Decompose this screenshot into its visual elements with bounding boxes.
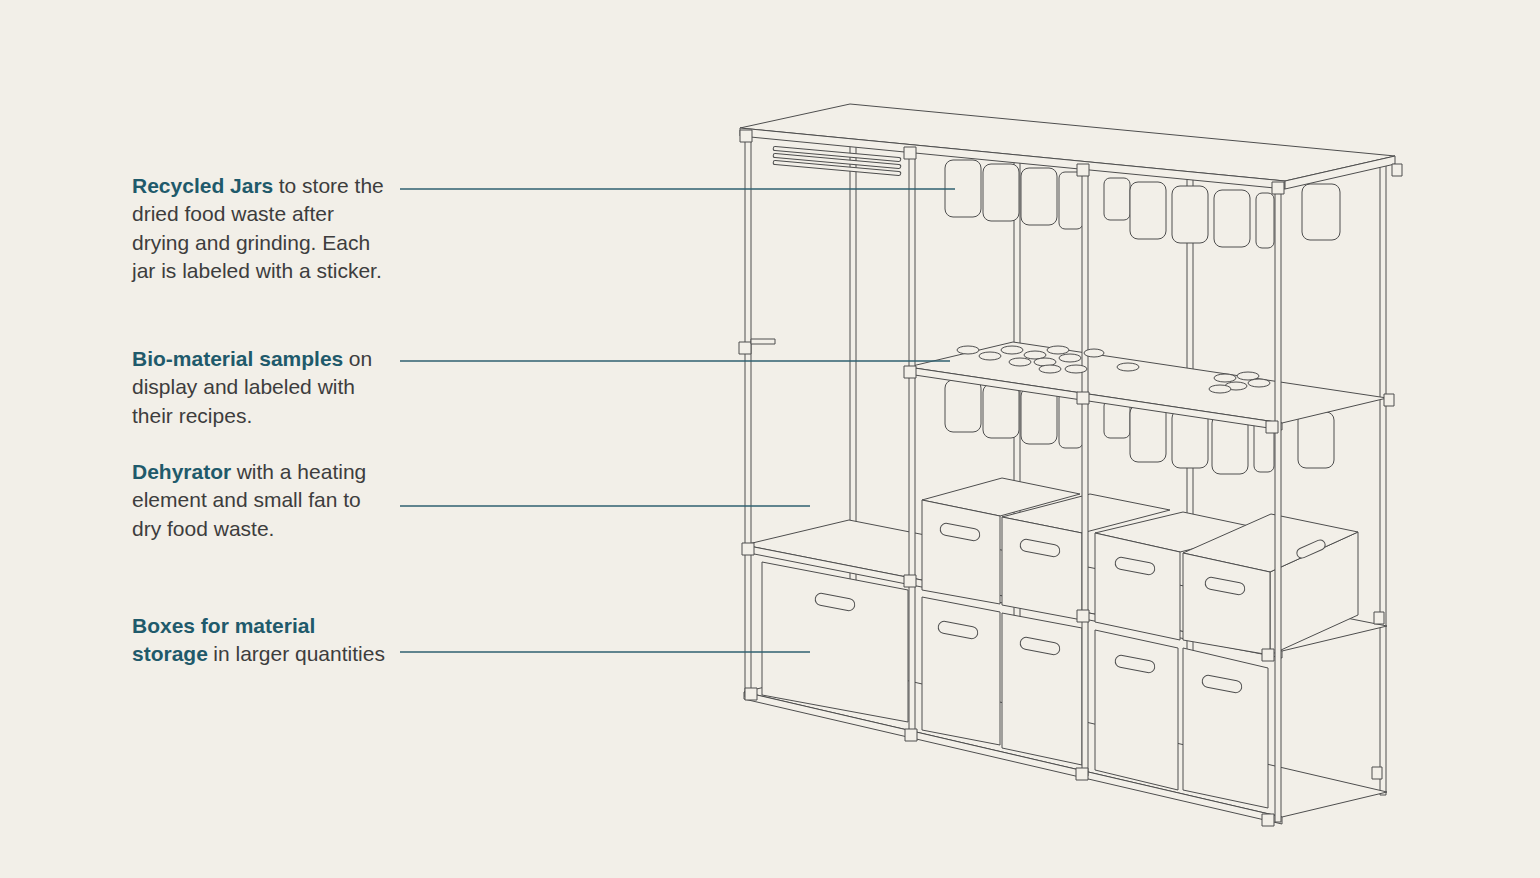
jar — [1172, 410, 1208, 468]
front-post — [745, 135, 1281, 822]
jar — [1130, 182, 1166, 239]
joint-connector — [1076, 768, 1088, 780]
front-post — [745, 135, 751, 697]
middle-shelf — [908, 342, 1387, 430]
joint-connector — [1272, 182, 1284, 194]
joint-connector — [1077, 164, 1089, 176]
callout-text: Dehyratorwith a heating element and smal… — [132, 458, 390, 543]
storage-box — [1019, 636, 1061, 655]
storage-box — [814, 592, 856, 611]
joint-connector — [742, 543, 754, 555]
storage-box — [1019, 538, 1061, 557]
callout-heading: Bio-material samples — [132, 347, 343, 370]
callout-text: Boxes for material storagein larger quan… — [132, 612, 390, 669]
leader-line — [400, 189, 955, 652]
jar — [1104, 178, 1130, 220]
joint-connector — [1262, 649, 1274, 661]
joint-connector — [1374, 612, 1384, 624]
jar — [983, 164, 1019, 221]
bio-material-sample — [1039, 365, 1061, 373]
bio-material-sample — [1209, 385, 1231, 393]
bio-material-sample — [1065, 365, 1087, 373]
callout-heading: Recycled Jars — [132, 174, 273, 197]
front-post — [1082, 168, 1088, 776]
bio-material-sample — [1084, 349, 1104, 357]
storage-box — [1295, 538, 1326, 559]
middle-shelf — [908, 367, 1282, 430]
storage-box — [1183, 553, 1270, 655]
bio-material-sample — [979, 352, 1001, 360]
bio-material-sample — [1047, 346, 1069, 354]
callout-text: Bio-material sampleson display and label… — [132, 345, 390, 430]
joint-connector — [740, 130, 752, 142]
dehydrator-vent — [773, 146, 901, 175]
bio-material-sample — [1009, 358, 1031, 366]
top-board — [740, 104, 1395, 189]
storage-box — [1095, 630, 1178, 790]
joint-connector — [739, 130, 1402, 826]
jar — [1059, 172, 1083, 229]
jar — [1021, 168, 1057, 225]
front-post — [1275, 187, 1281, 822]
joint-connector — [1372, 767, 1382, 779]
joint-connector — [751, 339, 775, 344]
bio-material-sample — [957, 346, 1270, 393]
storage-box — [922, 500, 1000, 604]
storage-box — [1201, 674, 1243, 693]
storage-box — [922, 478, 1358, 655]
storage-box — [922, 597, 1000, 745]
joint-connector — [904, 147, 916, 159]
jar — [1298, 412, 1334, 468]
callout-heading: Dehyrator — [132, 460, 231, 483]
top-board — [1285, 156, 1395, 189]
bio-material-sample — [1248, 379, 1270, 387]
joint-connector — [1077, 392, 1089, 404]
top-board — [740, 128, 1285, 189]
storage-box — [1114, 654, 1156, 673]
storage-box — [1114, 556, 1156, 575]
joint-connector — [1392, 164, 1402, 176]
leader-line — [400, 505, 810, 506]
bio-material-sample — [1059, 354, 1081, 362]
joint-connector — [1266, 421, 1278, 433]
joint-connector — [905, 729, 917, 741]
joint-connector — [1384, 394, 1394, 406]
storage-box — [1002, 613, 1082, 765]
bio-material-sample — [1001, 346, 1023, 354]
storage-box — [937, 620, 979, 639]
jar — [1021, 388, 1057, 444]
storage-box — [1204, 576, 1246, 595]
callout-description: in larger quantities — [213, 642, 385, 665]
jar — [1302, 184, 1340, 240]
storage-box — [762, 562, 908, 722]
dehydrator-vent — [773, 160, 901, 175]
leader-line — [400, 360, 950, 361]
bio-material-sample — [1214, 374, 1236, 382]
storage-box — [939, 522, 981, 541]
bio-material-sample — [1117, 363, 1139, 371]
jar — [945, 380, 981, 432]
leader-line — [400, 651, 810, 652]
joint-connector — [904, 366, 916, 378]
jar — [983, 384, 1019, 438]
jar — [1172, 186, 1208, 243]
joint-connector — [1262, 814, 1274, 826]
bio-material-sample — [957, 346, 979, 354]
joint-connector — [1077, 610, 1089, 622]
leader-line — [400, 188, 955, 189]
callout-text: Recycled Jarsto store the dried food was… — [132, 172, 390, 285]
jar — [1130, 405, 1166, 462]
front-post — [909, 151, 915, 736]
joint-connector — [745, 688, 757, 700]
storage-box — [1002, 517, 1082, 620]
joint-connector — [904, 575, 916, 587]
back-post — [1380, 162, 1386, 795]
back-post — [850, 110, 1386, 795]
storage-box — [1095, 533, 1180, 640]
jar — [1256, 193, 1274, 248]
joint-connector — [739, 342, 751, 354]
storage-box — [1183, 648, 1268, 808]
jar — [1214, 190, 1250, 247]
